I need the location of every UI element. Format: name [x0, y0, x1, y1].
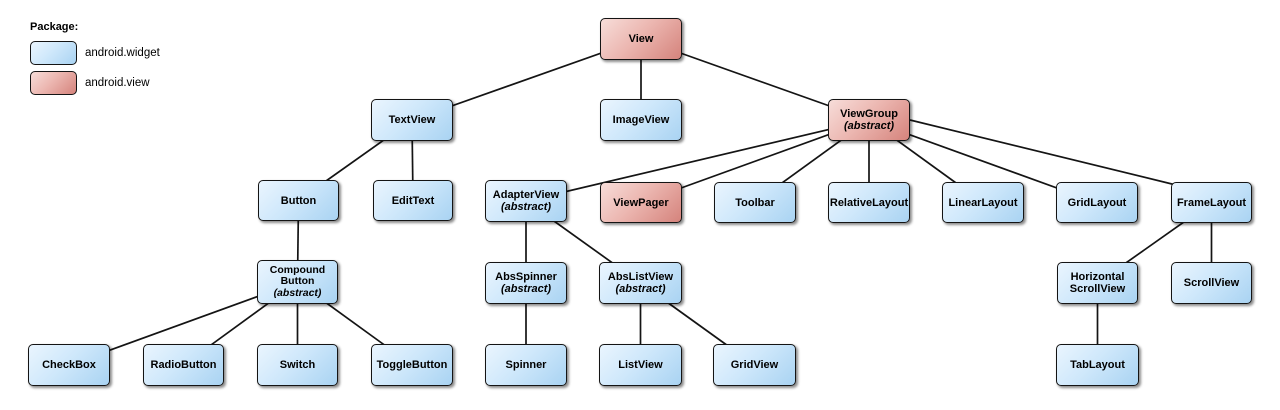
legend-item-android-widget: android.widget	[30, 41, 250, 65]
node-label: View	[628, 33, 654, 45]
node-abstract-label: (abstract)	[273, 286, 322, 299]
legend-label-android-widget: android.widget	[85, 47, 160, 59]
node-gridlayout: GridLayout	[1056, 182, 1138, 223]
node-abstract-label: (abstract)	[500, 201, 552, 213]
node-label: ToggleButton	[376, 359, 448, 371]
node-button: Button	[258, 180, 339, 221]
node-label: Toolbar	[735, 196, 775, 209]
package-legend: Package: android.widget android.view	[30, 21, 250, 101]
node-radiobutton: RadioButton	[143, 344, 224, 386]
legend-item-android-view: android.view	[30, 71, 250, 95]
edge-viewgroup-framelayout	[909, 119, 1177, 186]
node-label: RelativeLayout	[829, 196, 909, 209]
node-label: Switch	[279, 359, 316, 371]
node-view: View	[600, 18, 682, 60]
node-label: GridView	[730, 359, 779, 371]
node-label: GridLayout	[1067, 196, 1127, 209]
node-label: ImageView	[612, 114, 670, 126]
node-label: EditText	[391, 194, 435, 207]
node-absspinner: AbsSpinner(abstract)	[485, 262, 567, 304]
node-label: TabLayout	[1070, 359, 1125, 371]
node-imageview: ImageView	[600, 99, 682, 141]
node-tablayout: TabLayout	[1056, 344, 1139, 386]
node-label: AbsListView	[607, 271, 674, 283]
node-label: Button	[280, 275, 315, 288]
legend-swatch-android-widget-icon	[30, 41, 77, 65]
node-edittext: EditText	[373, 180, 453, 221]
node-label: Spinner	[505, 359, 547, 371]
node-label: ViewGroup	[840, 108, 898, 120]
node-label: ViewPager	[613, 196, 669, 209]
node-label: Button	[280, 194, 317, 207]
node-label: AbsSpinner	[495, 271, 557, 283]
node-framelayout: FrameLayout	[1171, 182, 1252, 223]
node-linearlayout: LinearLayout	[942, 182, 1024, 223]
node-adapterview: AdapterView(abstract)	[485, 180, 567, 222]
node-label: Compound	[269, 263, 326, 276]
node-viewpager: ViewPager	[600, 182, 682, 223]
legend-swatch-android-view-icon	[30, 71, 77, 95]
node-label: CheckBox	[42, 359, 96, 371]
node-label: ScrollView	[1069, 283, 1126, 295]
node-label: ScrollView	[1183, 277, 1240, 289]
node-viewgroup: ViewGroup(abstract)	[828, 99, 910, 141]
node-label: FrameLayout	[1176, 196, 1247, 209]
node-abstract-label: (abstract)	[500, 283, 552, 295]
node-relativelayout: RelativeLayout	[828, 182, 910, 223]
edge-viewgroup-adapterview	[525, 119, 870, 202]
node-abstract-label: (abstract)	[615, 283, 666, 295]
node-abstract-label: (abstract)	[843, 120, 895, 132]
node-spinner: Spinner	[485, 344, 567, 386]
node-textview: TextView	[371, 99, 453, 141]
node-label: ListView	[618, 359, 663, 371]
node-checkbox: CheckBox	[28, 344, 110, 386]
node-label: AdapterView	[492, 189, 560, 201]
node-switch: Switch	[257, 344, 338, 386]
legend-label-android-view: android.view	[85, 77, 150, 89]
node-scrollview: ScrollView	[1171, 262, 1252, 304]
node-label: TextView	[388, 114, 436, 126]
legend-title: Package:	[30, 21, 79, 33]
node-listview: ListView	[599, 344, 682, 386]
node-label: RadioButton	[150, 359, 217, 371]
node-toolbar: Toolbar	[714, 182, 796, 223]
node-label: LinearLayout	[948, 196, 1018, 209]
node-abslistview: AbsListView(abstract)	[599, 262, 682, 304]
node-gridview: GridView	[713, 344, 796, 386]
node-label: Horizontal	[1070, 271, 1125, 283]
node-togglebutton: ToggleButton	[371, 344, 453, 386]
